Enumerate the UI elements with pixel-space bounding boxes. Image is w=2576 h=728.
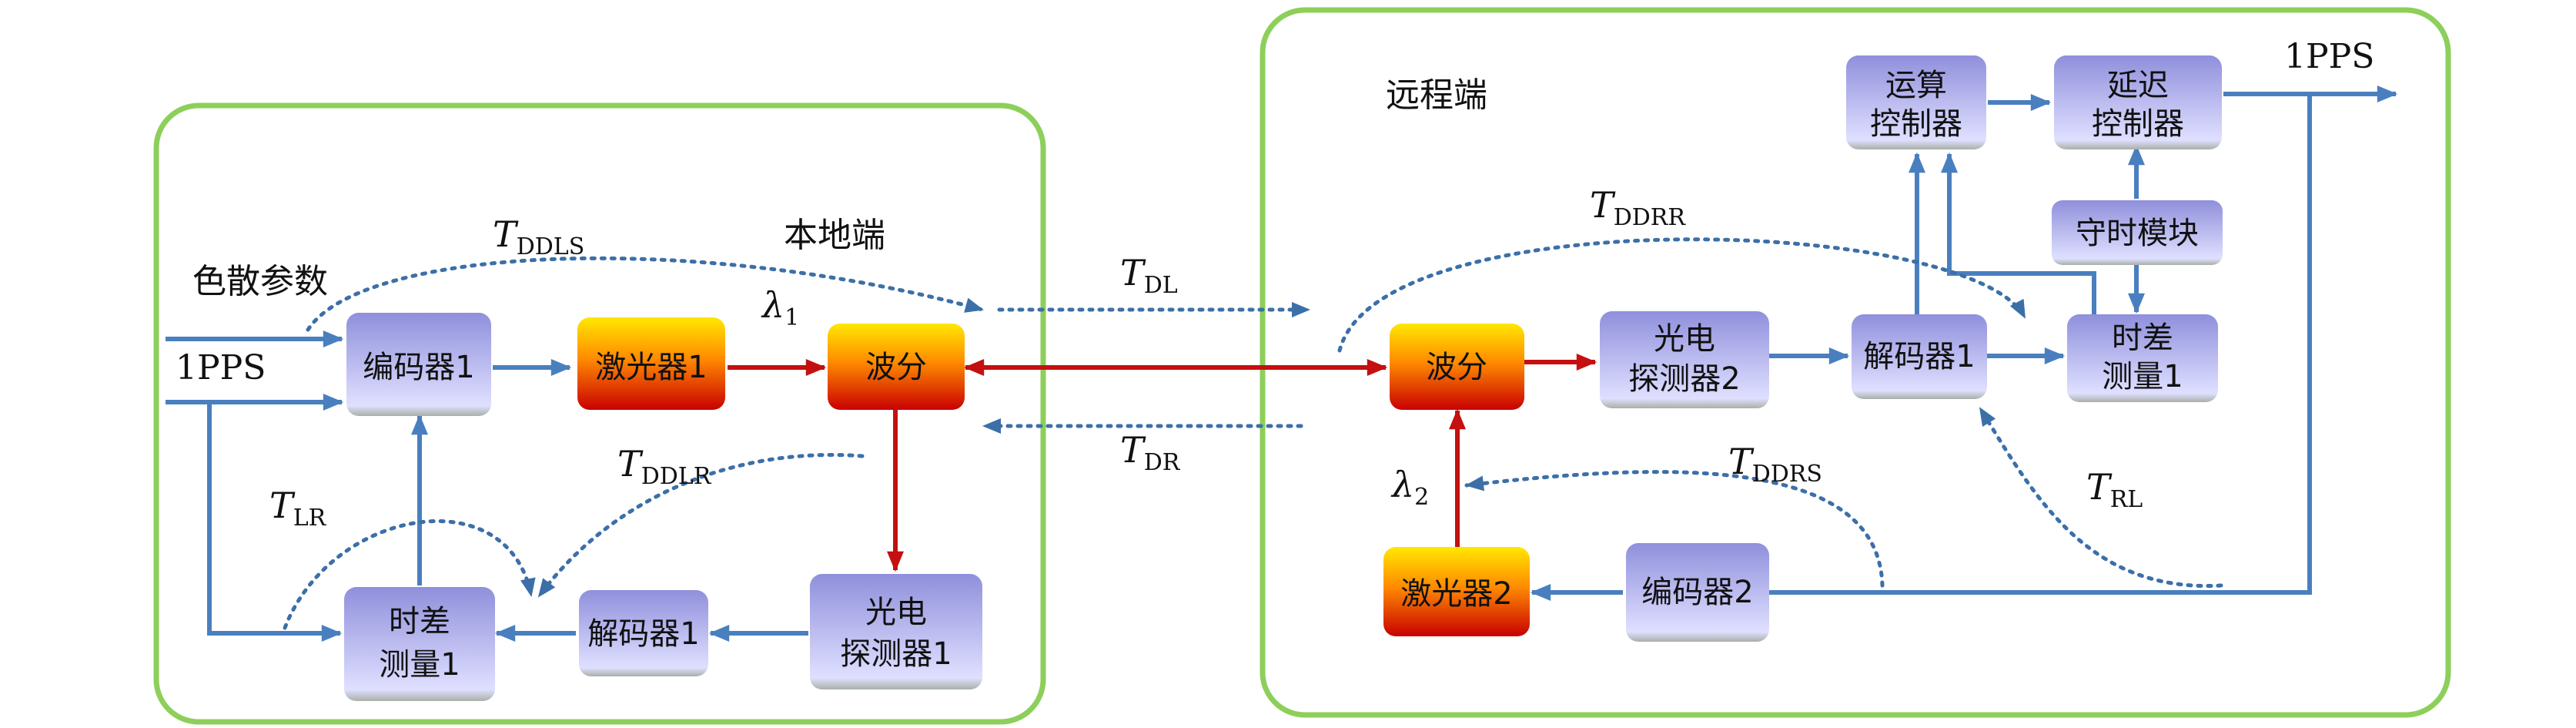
dotted-T_RL — [1978, 406, 2223, 589]
tdm1-remote-line1: 时差 — [2112, 320, 2173, 356]
wdm-local-label: 波分 — [865, 350, 927, 385]
photodetector2-line2: 探测器2 — [1628, 361, 1740, 397]
arrow-1pps-to-tdm — [207, 402, 343, 642]
wdm-remote-box: 波分 — [1390, 324, 1524, 410]
tdm1-remote-box: 时差 测量1 — [2067, 314, 2218, 402]
label-T_DL: TDL — [1120, 252, 1178, 299]
label-T_RL: TRL — [2086, 466, 2143, 513]
photodetector1-line1: 光电 — [865, 595, 927, 630]
encoder2-box: 编码器2 — [1626, 543, 1769, 642]
dotted-T_DDRS — [1464, 470, 1885, 588]
photodetector1-box: 光电 探测器1 — [810, 574, 982, 689]
photodetector2-line1: 光电 — [1654, 321, 1715, 357]
dotted-T_LR — [283, 519, 536, 630]
label-lambda2: λ2 — [1390, 464, 1429, 511]
arrow-1pps-out-to-encoder2 — [1736, 94, 2312, 601]
wdm-local-box: 波分 — [828, 324, 965, 410]
remote-title: 远程端 — [1386, 75, 1487, 115]
dotted-T_DDLS — [306, 256, 985, 332]
label-T_DDRR: TDDRR — [1590, 184, 1686, 231]
decoder1-remote-label: 解码器1 — [1863, 339, 1975, 374]
dispersion-input-label: 色散参数 — [192, 262, 328, 301]
delay-controller-line2: 控制器 — [2092, 106, 2184, 142]
encoder2-label: 编码器2 — [1641, 575, 1753, 610]
arrow-tdm-to-compute — [1941, 152, 2096, 314]
label-T_DDLS: TDDLS — [493, 213, 584, 260]
laser2-label: 激光器2 — [1400, 576, 1512, 612]
tdm1-local-line1: 时差 — [389, 604, 450, 639]
delay-controller-line1: 延迟 — [2107, 68, 2169, 103]
delay-controller-box: 延迟 控制器 — [2054, 55, 2222, 149]
encoder1-box: 编码器1 — [346, 313, 491, 416]
label-T_LR: TLR — [269, 485, 327, 532]
photodetector2-box: 光电 探测器2 — [1600, 311, 1769, 408]
decoder1-local-label: 解码器1 — [587, 616, 699, 652]
label-T_DR: TDR — [1120, 429, 1181, 476]
label-lambda1: λ1 — [761, 284, 799, 331]
local-frame — [153, 102, 1046, 725]
laser1-box: 激光器1 — [577, 317, 725, 410]
timekeeping-module-box: 守时模块 — [2052, 200, 2223, 265]
compute-controller-line2: 控制器 — [1870, 106, 1962, 142]
local-title: 本地端 — [784, 216, 885, 255]
label-T_DDRS: TDDRS — [1728, 441, 1822, 488]
compute-controller-box: 运算 控制器 — [1846, 55, 1986, 149]
photodetector1-line2: 探测器1 — [840, 636, 952, 672]
compute-controller-line1: 运算 — [1885, 68, 1947, 103]
dotted-T_DDRR — [1337, 237, 2027, 353]
label-T_DDLR: TDDLR — [617, 443, 712, 490]
wdm-remote-label: 波分 — [1426, 350, 1487, 385]
tdm1-local-box: 时差 测量1 — [344, 587, 495, 701]
laser1-label: 激光器1 — [595, 350, 707, 385]
output-1pps-label: 1PPS — [2284, 37, 2374, 76]
encoder1-label: 编码器1 — [363, 350, 474, 385]
input-1pps-label: 1PPS — [176, 348, 266, 387]
tdm1-local-line2: 测量1 — [379, 647, 460, 683]
decoder1-local-box: 解码器1 — [579, 590, 708, 676]
tdm1-remote-line2: 测量1 — [2102, 359, 2183, 394]
decoder1-remote-box: 解码器1 — [1852, 314, 1987, 399]
dotted-T_DDLR — [537, 453, 865, 599]
laser2-box: 激光器2 — [1383, 547, 1530, 636]
timekeeping-module-label: 守时模块 — [2076, 216, 2199, 251]
